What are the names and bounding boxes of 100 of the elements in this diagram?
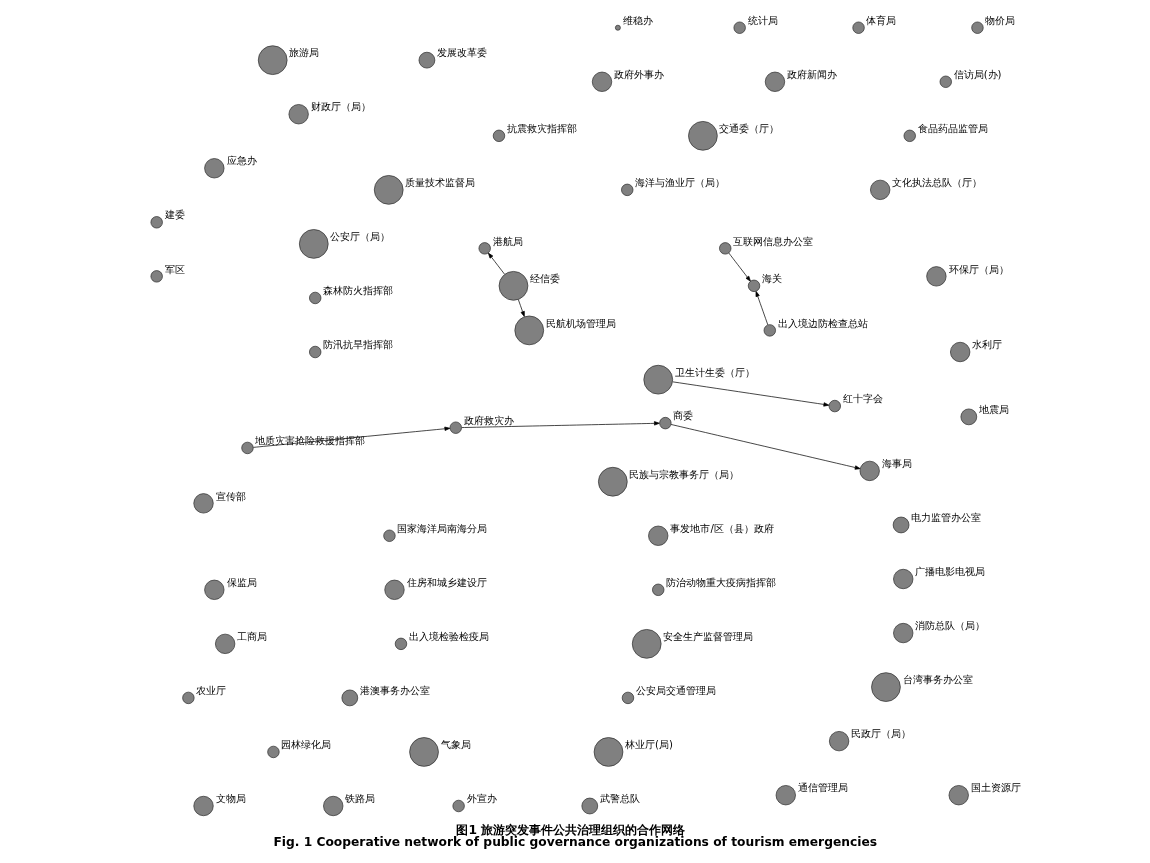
node-circle	[449, 421, 462, 434]
node-circle	[492, 129, 506, 142]
node-label: 森林防火指挥部	[323, 284, 394, 296]
node-label: 军区	[164, 263, 185, 275]
node-label: 公安局交通管理局	[635, 684, 716, 696]
node-label: 园林绿化局	[281, 738, 332, 750]
node-circle	[204, 579, 225, 600]
node-label: 发展改革委	[437, 46, 487, 58]
arrow	[461, 420, 660, 428]
node-circle	[903, 129, 916, 142]
node-label: 工商局	[237, 630, 268, 642]
node-circle	[204, 157, 225, 178]
node-circle	[648, 525, 669, 546]
node-circle	[948, 784, 969, 805]
node-label: 财政厅（局）	[310, 100, 371, 112]
node-circle	[418, 51, 436, 68]
node-circle	[852, 21, 865, 34]
node-circle	[829, 730, 850, 751]
node-circle	[775, 784, 796, 805]
node-circle	[960, 408, 978, 425]
node-circle	[288, 103, 309, 124]
node-label: 民政厅（局）	[851, 727, 912, 739]
node-label: 统计局	[747, 14, 778, 26]
node-label: 政府救灾办	[463, 414, 514, 426]
node-label: 港澳事务办公室	[359, 684, 430, 696]
node-label: 建委	[164, 208, 185, 220]
node-circle	[870, 179, 891, 200]
node-label: 信访局(办)	[953, 68, 1002, 80]
node-label: 林业厅(局)	[625, 738, 673, 750]
arrow	[670, 423, 861, 470]
node-label: 防汛抗旱指挥部	[323, 338, 394, 350]
node-label: 环保厅（局）	[948, 263, 1009, 275]
node-circle	[871, 671, 901, 702]
node-circle	[182, 691, 195, 704]
node-circle	[409, 736, 439, 767]
node-circle	[323, 795, 344, 816]
node-circle	[621, 183, 634, 196]
node-label: 台湾事务办公室	[902, 673, 973, 685]
node-circle	[309, 291, 322, 304]
arrow	[672, 380, 830, 407]
node-label: 海洋与渔业厅（局）	[635, 176, 726, 188]
node-label: 经信委	[530, 272, 561, 284]
node-circle	[452, 799, 465, 812]
node-circle	[150, 269, 163, 282]
node-label: 国土资源厅	[970, 781, 1021, 793]
node-label: 卫生计生委（厅）	[674, 366, 755, 378]
node-label: 事发地市/区（县）政府	[670, 522, 774, 534]
node-circle	[383, 529, 396, 542]
node-label: 地质灾害抢险救援指挥部	[255, 434, 366, 446]
node-label: 交通委（厅）	[719, 122, 780, 134]
node-label: 质量技术监督局	[405, 176, 476, 188]
node-label: 铁路局	[345, 792, 376, 804]
node-circle	[926, 265, 947, 286]
node-label: 港航局	[492, 235, 523, 247]
node-label: 外宣办	[466, 792, 497, 804]
node-label: 宣传部	[215, 490, 246, 502]
node-label: 气象局	[440, 738, 471, 750]
node-label: 文物局	[215, 792, 246, 804]
node-label: 体育局	[866, 14, 897, 26]
node-circle	[257, 44, 288, 75]
node-label: 国家海洋局南海分局	[397, 522, 488, 534]
node-label: 民航机场管理局	[545, 317, 616, 329]
node-circle	[859, 460, 880, 481]
node-circle	[394, 637, 408, 650]
node-circle	[299, 228, 329, 259]
node-circle	[241, 441, 254, 454]
node-label: 应急办	[226, 154, 257, 166]
node-circle	[267, 745, 280, 758]
node-label: 消防总队（局）	[915, 619, 986, 631]
node-circle	[215, 633, 236, 654]
node-label: 公安厅（局）	[330, 230, 391, 242]
node-circle	[193, 492, 214, 513]
node-label: 食品药品监管局	[917, 122, 988, 134]
node-circle	[971, 21, 984, 34]
node-circle	[193, 795, 214, 816]
node-label: 互联网信息办公室	[733, 235, 814, 247]
node-circle	[828, 399, 841, 412]
node-label: 文化执法总队（厅）	[892, 176, 983, 188]
node-circle	[763, 323, 776, 337]
node-label: 安全生产监督管理局	[663, 630, 754, 642]
node-label: 旅游局	[289, 46, 320, 58]
node-circle	[498, 270, 529, 301]
node-label: 商委	[673, 409, 694, 421]
diagram-title: 图1 旅游突发事件公共治理组织的合作网络	[456, 822, 686, 837]
node-circle	[514, 315, 544, 345]
arrow	[488, 252, 506, 275]
node-circle	[593, 736, 624, 767]
node-label: 物价局	[985, 14, 1016, 26]
node-circle	[892, 516, 910, 533]
node-circle	[643, 364, 673, 394]
node-label: 民族与宗教事务厅（局）	[629, 468, 740, 480]
node-circle	[384, 579, 405, 600]
node-label: 出入境检验检疫局	[408, 630, 489, 642]
node-label: 海关	[761, 272, 782, 284]
node-circle	[478, 241, 491, 254]
node-label: 抗震救灾指挥部	[506, 122, 577, 134]
node-circle	[615, 24, 621, 31]
node-circle	[688, 120, 718, 151]
node-label: 政府外事办	[614, 68, 665, 80]
node-circle	[659, 416, 672, 429]
